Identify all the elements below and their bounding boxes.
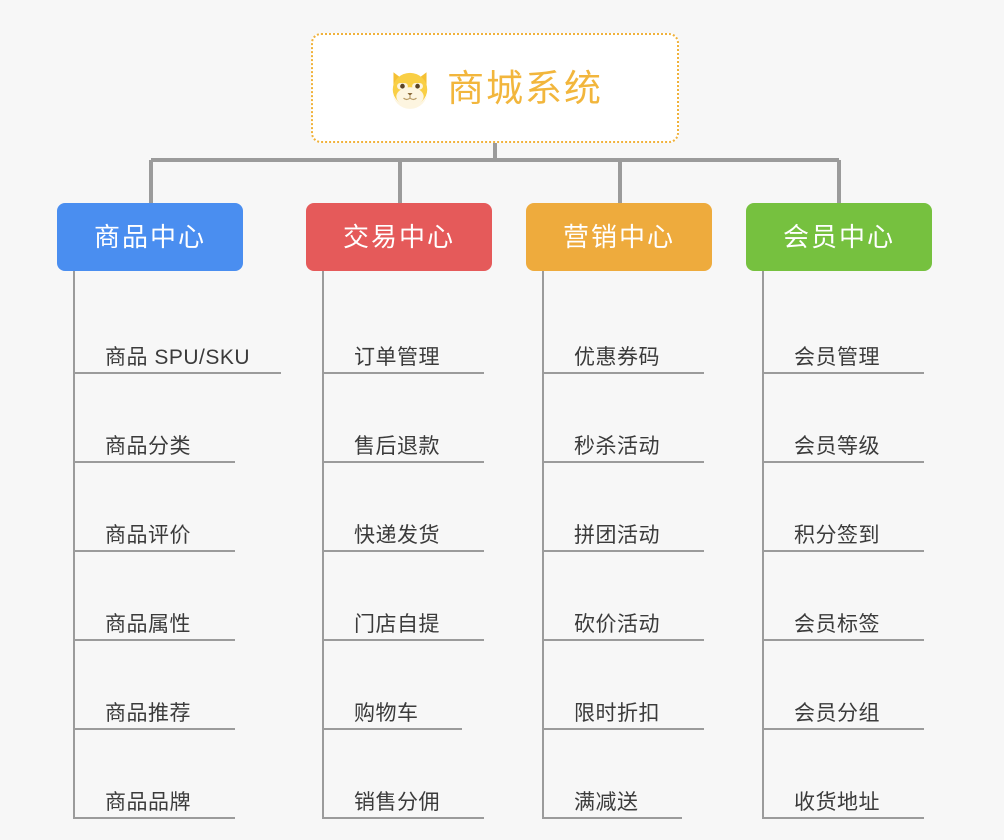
leaf-underline — [75, 728, 235, 730]
leaf-item[interactable]: 订单管理 — [324, 285, 526, 374]
leaf-underline — [544, 639, 704, 641]
leaf-label: 会员标签 — [794, 613, 880, 636]
leaf-underline — [75, 372, 281, 374]
leaf-underline — [324, 817, 484, 819]
leaf-underline — [544, 728, 704, 730]
leaf-item[interactable]: 收货地址 — [764, 730, 966, 819]
leaf-label: 商品分类 — [105, 435, 191, 458]
leaf-underline — [544, 372, 704, 374]
leaf-item[interactable]: 限时折扣 — [544, 641, 746, 730]
leaf-underline — [75, 550, 235, 552]
leaf-label: 拼团活动 — [574, 524, 660, 547]
category-label-1: 交易中心 — [342, 222, 455, 252]
leaf-label: 砍价活动 — [574, 613, 660, 636]
leaf-underline — [544, 817, 682, 819]
shiba-dog-face-icon — [387, 65, 433, 111]
leaf-label: 优惠券码 — [574, 346, 660, 369]
leaf-label: 秒杀活动 — [574, 435, 660, 458]
category-columns: 商品中心 商品 SPU/SKU 商品分类 商品评价 商品属性 — [0, 203, 1004, 840]
leaf-underline — [75, 817, 235, 819]
category-label-3: 会员中心 — [782, 222, 895, 252]
leaf-underline — [764, 817, 924, 819]
leaf-underline — [324, 550, 484, 552]
leaf-item[interactable]: 商品品牌 — [75, 730, 277, 819]
root-node[interactable]: 商城系统 — [311, 33, 679, 143]
leaf-underline — [324, 728, 462, 730]
leaf-label: 会员分组 — [794, 702, 880, 725]
leaf-item[interactable]: 快递发货 — [324, 463, 526, 552]
leaf-item[interactable]: 会员分组 — [764, 641, 966, 730]
leaf-underline — [324, 372, 484, 374]
leaf-underline — [324, 639, 484, 641]
leaf-label: 商品评价 — [105, 524, 191, 547]
leaf-label: 商品品牌 — [105, 791, 191, 814]
leaf-item[interactable]: 积分签到 — [764, 463, 966, 552]
leaf-underline — [764, 728, 924, 730]
leaf-underline — [764, 461, 924, 463]
leaf-item[interactable]: 商品 SPU/SKU — [75, 285, 281, 374]
leaf-item[interactable]: 会员管理 — [764, 285, 966, 374]
leaf-item[interactable]: 销售分佣 — [324, 730, 526, 819]
leaf-item[interactable]: 会员等级 — [764, 374, 966, 463]
category-label-2: 营销中心 — [562, 222, 675, 252]
leaf-label: 限时折扣 — [574, 702, 660, 725]
leaf-item[interactable]: 砍价活动 — [544, 552, 746, 641]
leaf-stack-2: 优惠券码 秒杀活动 拼团活动 砍价活动 限时折扣 — [542, 271, 746, 819]
leaf-stack-0: 商品 SPU/SKU 商品分类 商品评价 商品属性 商品推荐 — [73, 271, 281, 819]
leaf-label: 商品属性 — [105, 613, 191, 636]
leaf-item[interactable]: 会员标签 — [764, 552, 966, 641]
leaf-label: 订单管理 — [354, 346, 440, 369]
leaf-label: 门店自提 — [354, 613, 440, 636]
leaf-item[interactable]: 优惠券码 — [544, 285, 746, 374]
category-column-1: 交易中心 订单管理 售后退款 快递发货 门店自提 — [306, 203, 526, 819]
leaf-underline — [324, 461, 484, 463]
leaf-item[interactable]: 商品推荐 — [75, 641, 277, 730]
leaf-label: 会员管理 — [794, 346, 880, 369]
category-label-0: 商品中心 — [93, 222, 206, 252]
leaf-label: 收货地址 — [794, 791, 880, 814]
leaf-underline — [75, 639, 235, 641]
category-column-3: 会员中心 会员管理 会员等级 积分签到 会员标签 — [746, 203, 966, 819]
leaf-item[interactable]: 售后退款 — [324, 374, 526, 463]
leaf-item[interactable]: 门店自提 — [324, 552, 526, 641]
leaf-label: 商品推荐 — [105, 702, 191, 725]
leaf-label: 积分签到 — [794, 524, 880, 547]
category-box-3[interactable]: 会员中心 — [746, 203, 932, 271]
leaf-item[interactable]: 购物车 — [324, 641, 526, 730]
leaf-item[interactable]: 商品属性 — [75, 552, 277, 641]
leaf-underline — [764, 550, 924, 552]
leaf-label: 售后退款 — [354, 435, 440, 458]
leaf-underline — [764, 372, 924, 374]
leaf-stack-1: 订单管理 售后退款 快递发货 门店自提 购物车 — [322, 271, 526, 819]
root-title: 商城系统 — [447, 67, 603, 109]
leaf-item[interactable]: 满减送 — [544, 730, 746, 819]
leaf-label: 购物车 — [354, 702, 419, 725]
leaf-stack-3: 会员管理 会员等级 积分签到 会员标签 会员分组 — [762, 271, 966, 819]
leaf-label: 销售分佣 — [354, 791, 440, 814]
leaf-label: 满减送 — [574, 791, 639, 814]
leaf-label: 商品 SPU/SKU — [105, 346, 251, 369]
leaf-underline — [544, 461, 704, 463]
leaf-item[interactable]: 秒杀活动 — [544, 374, 746, 463]
category-column-2: 营销中心 优惠券码 秒杀活动 拼团活动 砍价活动 — [526, 203, 746, 819]
leaf-item[interactable]: 商品评价 — [75, 463, 277, 552]
category-box-1[interactable]: 交易中心 — [306, 203, 492, 271]
leaf-label: 快递发货 — [354, 524, 440, 547]
leaf-item[interactable]: 商品分类 — [75, 374, 277, 463]
leaf-underline — [75, 461, 235, 463]
category-column-0: 商品中心 商品 SPU/SKU 商品分类 商品评价 商品属性 — [57, 203, 281, 819]
leaf-item[interactable]: 拼团活动 — [544, 463, 746, 552]
category-box-2[interactable]: 营销中心 — [526, 203, 712, 271]
category-box-0[interactable]: 商品中心 — [57, 203, 243, 271]
leaf-underline — [764, 639, 924, 641]
leaf-label: 会员等级 — [794, 435, 880, 458]
leaf-underline — [544, 550, 704, 552]
